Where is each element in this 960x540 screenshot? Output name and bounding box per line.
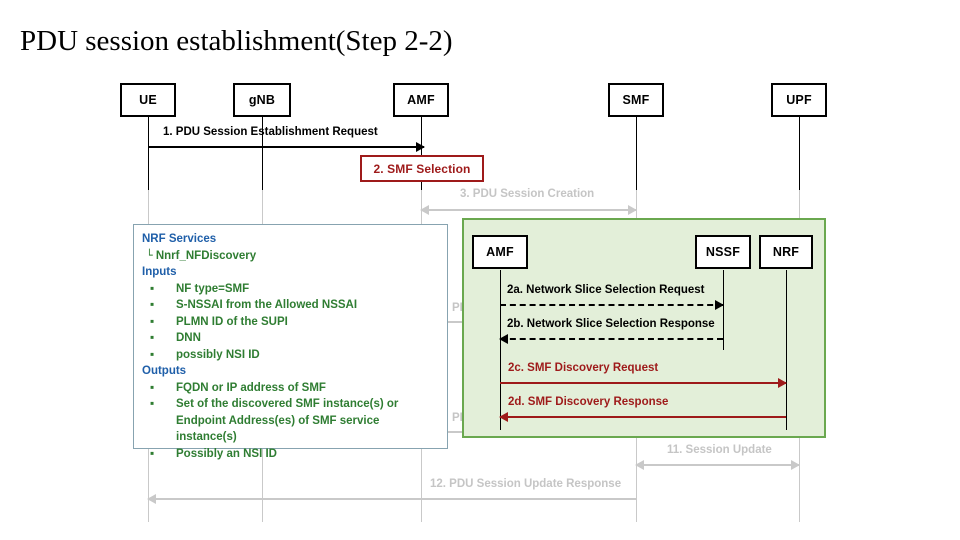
entity-box-gnb[interactable]: gNB [233,83,291,117]
nrf-services-panel: NRF Services └ Nnrf_NFDiscovery Inputs ▪… [133,224,448,460]
arrow-shaft [500,304,723,306]
entity-box-nssf[interactable]: NSSF [695,235,751,269]
message-label-1: 1. PDU Session Establishment Request [163,126,378,138]
nrf-input-4: possibly NSI ID [176,348,260,361]
smf-selection-label: 2. SMF Selection [373,161,471,176]
entity-box-smf[interactable]: SMF [608,83,664,117]
message-label-3: 3. PDU Session Creation [460,188,595,200]
arrow-head-right [778,377,787,388]
entity-label-gnb: gNB [248,93,276,107]
message-label-12: 12. PDU Session Update Response [430,478,622,490]
bullet-icon: ▪ [150,313,155,328]
entity-box-upf[interactable]: UPF [771,83,827,117]
arrow-head-right [628,204,637,215]
nrf-output-0: FQDN or IP address of SMF [176,381,326,394]
lifeline-nrf-inner [785,270,788,430]
message-label-2b: 2b. Network Slice Selection Response [507,318,715,330]
arrow-shaft [500,382,786,384]
nrf-input-2: PLMN ID of the SUPI [176,315,288,328]
arrow-shaft [421,209,636,211]
lifeline-amf-inner [499,270,502,430]
message-label-2c: 2c. SMF Discovery Request [508,362,659,374]
arrow-shaft [500,338,723,340]
nrf-output-2: Possibly an NSI ID [176,447,277,460]
arrow-head-left [635,459,644,470]
nrf-outputs-heading: Outputs [142,365,187,377]
arrow-shaft [636,464,799,466]
nrf-inputs-heading: Inputs [142,266,177,278]
nrf-input-3: DNN [176,332,201,344]
tree-branch-icon: └ [146,248,153,262]
nrf-input-1: S-NSSAI from the Allowed NSSAI [176,299,358,311]
bullet-icon: ▪ [150,396,155,410]
bullet-icon: ▪ [150,346,155,361]
arrow-head-right [791,459,800,470]
page-title: PDU session establishment(Step 2-2) [20,25,453,57]
entity-label-nrf: NRF [772,245,800,259]
nrf-service-label: Nnrf_NFDiscovery [155,249,257,262]
entity-box-amf-inner[interactable]: AMF [472,235,528,269]
list-item: ▪ DNN [142,330,439,347]
arrow-head-left [147,493,156,504]
arrow-head-right [715,299,724,310]
entity-label-amf: AMF [407,93,435,107]
arrow-shaft [148,146,424,148]
arrow-head-left [499,411,508,422]
message-label-11: 11. Session Update [667,444,772,456]
bullet-icon: ▪ [150,379,155,394]
entity-label-nssf: NSSF [705,245,741,259]
arrow-head-left [420,204,429,215]
bullet-icon: ▪ [150,280,155,295]
lifeline-nssf-inner [722,270,725,350]
entity-box-nrf[interactable]: NRF [759,235,813,269]
list-item: ▪ NF type=SMF [142,281,439,298]
bullet-icon: ▪ [150,297,155,311]
entity-box-amf[interactable]: AMF [393,83,449,117]
nrf-output-1: Set of the discovered SMF instance(s) or [176,398,399,410]
bullet-icon: ▪ [150,330,155,344]
nrf-service-name: └ Nnrf_NFDiscovery [142,248,439,265]
entity-label-upf: UPF [786,93,812,107]
list-item: ▪ FQDN or IP address of SMF [142,380,439,397]
bullet-icon: ▪ [150,445,155,460]
list-item: ▪ Possibly an NSI ID [142,446,439,463]
nrf-output-1-continuation: Endpoint Address(es) of SMF service inst… [176,414,380,444]
list-item: ▪ PLMN ID of the SUPI [142,314,439,331]
list-item: ▪ S-NSSAI from the Allowed NSSAI [142,297,439,314]
list-item: ▪ Set of the discovered SMF instance(s) … [142,396,439,413]
smf-selection-box[interactable]: 2. SMF Selection [360,155,484,182]
list-item: ▪ possibly NSI ID [142,347,439,364]
entity-label-smf: SMF [622,93,650,107]
entity-label-amf-inner: AMF [486,245,514,259]
arrow-shaft [500,416,786,418]
arrow-head-left [499,333,508,344]
message-label-2d: 2d. SMF Discovery Response [508,396,669,408]
arrow-shaft [148,498,636,500]
nrf-services-heading: NRF Services [142,233,217,245]
arrow-head-right [416,141,425,152]
message-label-2a: 2a. Network Slice Selection Request [507,284,705,296]
entity-label-ue: UE [139,93,157,107]
nrf-input-0: NF type=SMF [176,282,250,295]
entity-box-ue[interactable]: UE [120,83,176,117]
